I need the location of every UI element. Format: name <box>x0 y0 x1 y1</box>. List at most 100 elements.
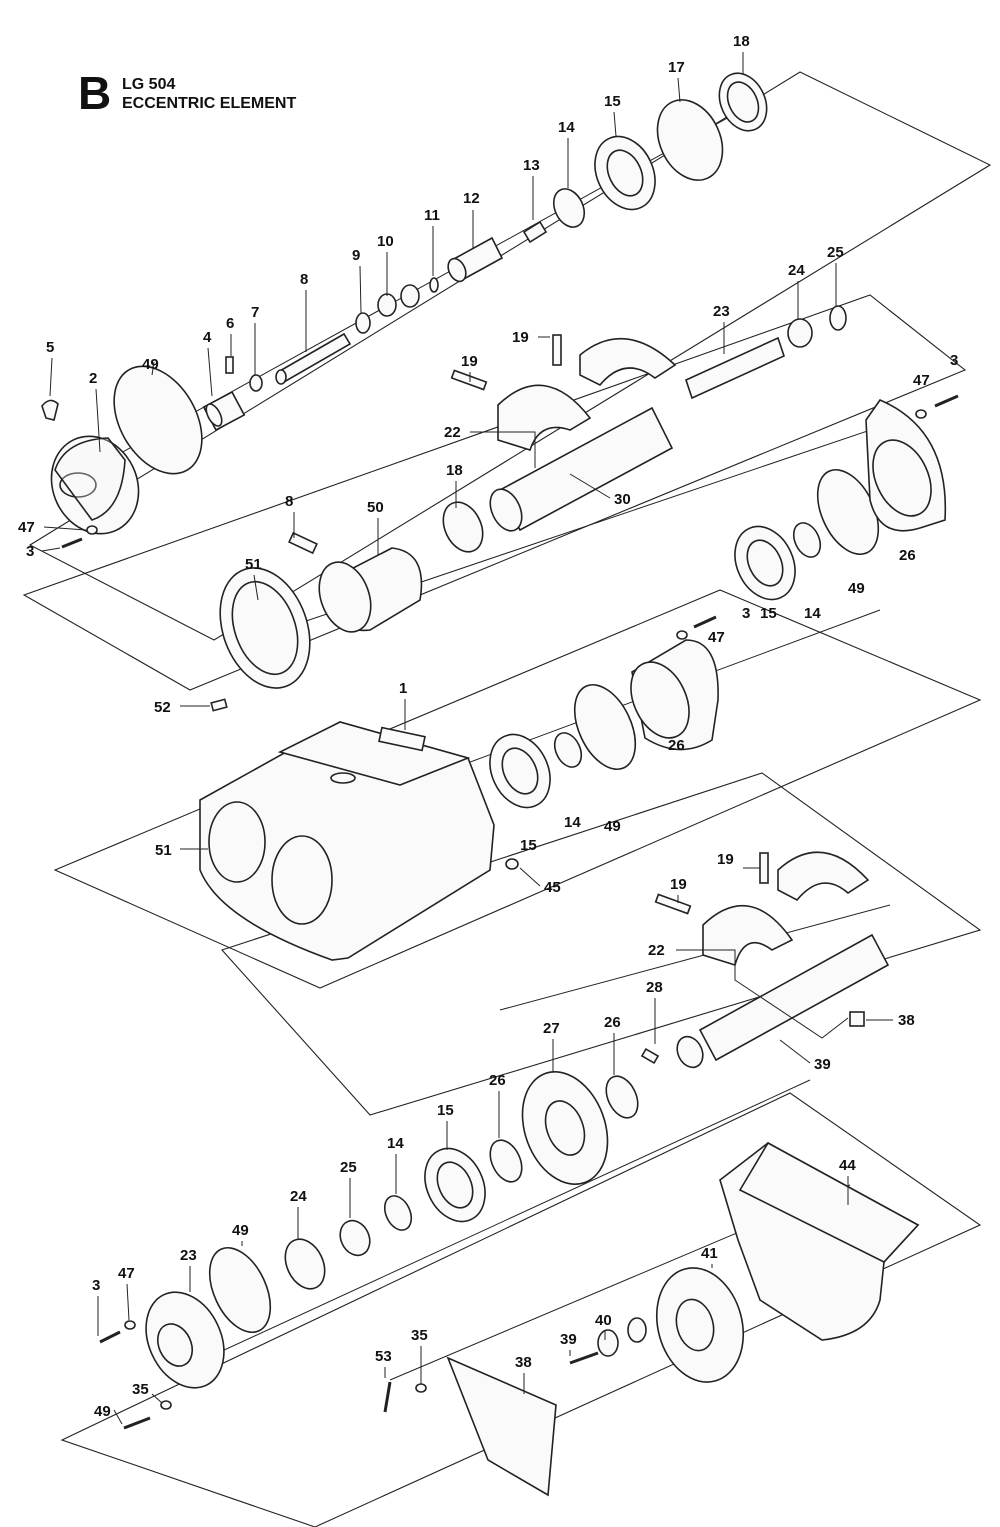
plane-drive <box>60 1092 982 1527</box>
callout-33: 28 <box>646 979 663 996</box>
washer-37-lower <box>160 1400 172 1410</box>
o-ring-48-housing <box>573 683 637 771</box>
circlip-14-lower <box>383 1195 413 1231</box>
bearing-housing-27-lower <box>630 639 719 751</box>
callout-19: 8 <box>285 493 293 510</box>
callout-7: 7 <box>251 304 259 321</box>
callout-23-a: 22 <box>444 424 461 441</box>
sleeve-part <box>202 390 246 432</box>
callout-10: 10 <box>377 233 394 250</box>
spring-24 <box>685 336 785 400</box>
callout-3-d: 3 <box>92 1277 100 1294</box>
plug-45 <box>505 858 519 870</box>
callout-45: 45 <box>544 879 561 896</box>
plane-eccentric-shaft <box>22 294 967 691</box>
callout-22-b: 19 <box>461 353 478 370</box>
model-name: LG 504 <box>122 76 176 93</box>
seal-18-mid <box>442 501 484 553</box>
callout-9: 9 <box>352 247 360 264</box>
bearing-15-housing <box>489 733 551 809</box>
bearing-cover-28 <box>145 1291 225 1389</box>
callout-48-housing: 49 <box>604 818 621 835</box>
callout-15-lower: 15 <box>437 1102 454 1119</box>
callout-40: 40 <box>595 1312 612 1329</box>
washer-47-upper <box>86 525 98 535</box>
callout-47-b: 47 <box>913 372 930 389</box>
callout-1: 1 <box>399 680 407 697</box>
callout-27-b: 26 <box>668 737 685 754</box>
support-44 <box>719 1141 920 1341</box>
seal-29 <box>284 1238 326 1290</box>
circlip-14-mid <box>792 522 822 558</box>
screw-3-housing <box>693 615 717 629</box>
washer-7 <box>249 374 263 392</box>
callout-26: 25 <box>827 244 844 261</box>
callout-31-b: 26 <box>489 1072 506 1089</box>
callout-11: 11 <box>424 207 440 224</box>
callout-48-lower: 49 <box>232 1222 249 1239</box>
pin-52 <box>210 698 228 712</box>
callout-48-top: 49 <box>142 356 159 373</box>
callout-47-d: 47 <box>118 1265 135 1282</box>
plane-housing <box>53 589 982 989</box>
washer-40a <box>597 1329 619 1357</box>
callout-3-b: 3 <box>950 352 958 369</box>
counterweight-half <box>579 337 677 386</box>
callout-2: 2 <box>89 370 97 387</box>
o-ring-48-lower <box>208 1246 272 1334</box>
ring-26 <box>829 305 847 331</box>
clip-part <box>41 399 59 421</box>
callout-8: 8 <box>300 271 308 288</box>
circlip-31-upper <box>605 1075 639 1119</box>
washer-37-guard <box>415 1383 427 1393</box>
callout-27-a: 26 <box>899 547 916 564</box>
end-cover-part <box>50 435 140 535</box>
screw-3-mid <box>934 394 959 408</box>
upper-shaft-parts <box>41 72 768 549</box>
shaft-8 <box>275 332 352 385</box>
gear-51-upper <box>219 567 311 689</box>
bearing-housing-27-upper <box>865 399 947 532</box>
callout-6: 6 <box>226 315 234 332</box>
key-35 <box>849 1011 865 1027</box>
callout-53: 53 <box>375 1348 392 1365</box>
callout-38: 38 <box>515 1354 532 1371</box>
bearing-15-upper <box>594 135 656 211</box>
pin-part <box>225 356 234 374</box>
bearing-15-mid <box>734 525 796 601</box>
callout-18-mid: 18 <box>446 462 463 479</box>
callout-49: 49 <box>94 1403 111 1420</box>
callout-labels: 18 17 15 14 13 12 11 10 9 8 7 6 4 5 49 2… <box>18 33 958 1420</box>
callout-22-c: 19 <box>717 851 734 868</box>
key-33 <box>640 1047 660 1065</box>
o-ring-48-upper <box>113 365 203 475</box>
screw-39 <box>569 1351 599 1365</box>
washer-47-mid <box>915 409 927 419</box>
callout-41: 41 <box>701 1245 718 1262</box>
callout-32: 27 <box>543 1020 560 1037</box>
counterweight-23-lower <box>702 904 794 967</box>
ring-17 <box>656 99 724 181</box>
callout-24: 23 <box>713 303 730 320</box>
guard-38 <box>446 1356 557 1497</box>
circlip-14-housing <box>553 732 583 768</box>
callout-14-top: 14 <box>558 119 575 136</box>
screw-49 <box>123 1416 151 1430</box>
pin-13 <box>522 220 548 244</box>
washer-47-lower <box>124 1320 136 1330</box>
ring-9 <box>355 312 371 334</box>
callout-34: 30 <box>614 491 631 508</box>
callout-15-mid: 15 <box>760 605 777 622</box>
leader-lines <box>41 52 893 1425</box>
callout-14-mid: 14 <box>804 605 821 622</box>
callout-15-top: 15 <box>604 93 621 110</box>
lower-eccentric-parts <box>489 851 890 1185</box>
callout-3-a: 3 <box>26 543 34 560</box>
screw-22d <box>654 893 692 915</box>
ring-11 <box>429 277 439 293</box>
callout-13: 13 <box>523 157 540 174</box>
callout-25: 24 <box>788 262 805 279</box>
pin-19 <box>288 531 318 555</box>
callout-39: 39 <box>560 1331 577 1348</box>
